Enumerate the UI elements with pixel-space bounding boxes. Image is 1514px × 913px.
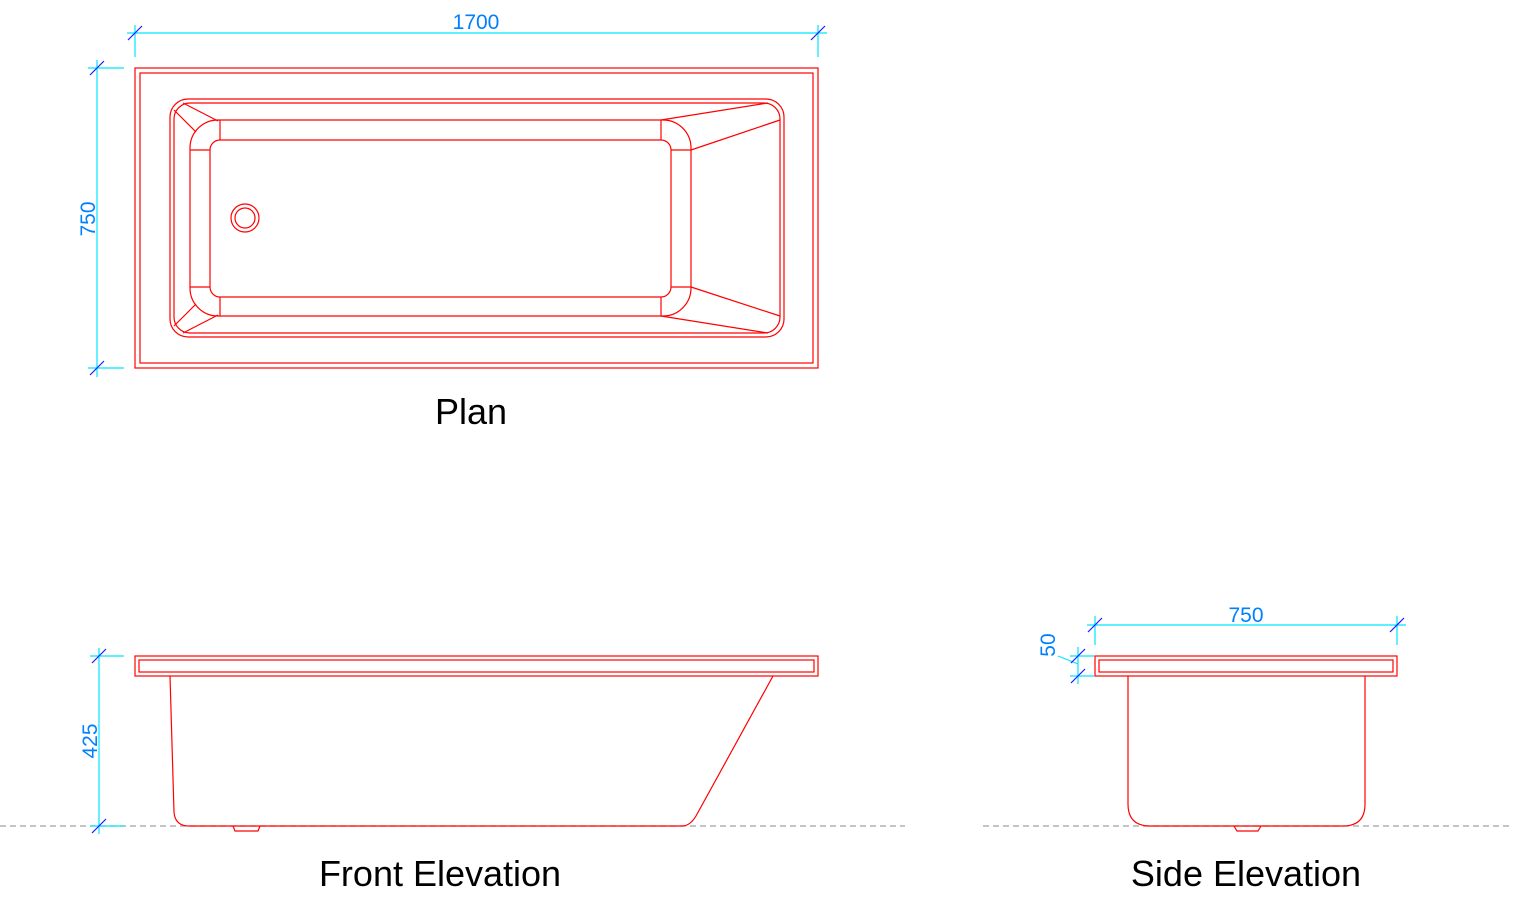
front-height-dimension: 425 — [79, 648, 124, 834]
front-elevation-title: Front Elevation — [319, 853, 561, 894]
side-rim-dimension: 50 — [1037, 633, 1094, 684]
plan-length-dimension: 1700 — [127, 11, 827, 57]
front-tub-outline — [134, 655, 819, 832]
front-height-label: 425 — [79, 723, 102, 758]
front-elevation-view: 425 Front Elevation — [0, 648, 905, 894]
side-tub-outline — [1094, 655, 1398, 832]
plan-view: 1700 750 — [77, 11, 827, 432]
side-width-label: 750 — [1228, 604, 1263, 627]
plan-tub-outline — [134, 67, 819, 369]
plan-width-dimension: 750 — [77, 60, 124, 377]
plan-width-label: 750 — [77, 201, 100, 236]
side-elevation-title: Side Elevation — [1131, 853, 1361, 894]
side-elevation-view: 750 50 Side Elevation — [983, 604, 1510, 894]
side-rim-label: 50 — [1037, 633, 1060, 656]
side-width-dimension: 750 — [1087, 604, 1406, 645]
plan-title: Plan — [435, 391, 507, 432]
plan-drain — [230, 203, 260, 233]
plan-length-label: 1700 — [453, 11, 500, 34]
